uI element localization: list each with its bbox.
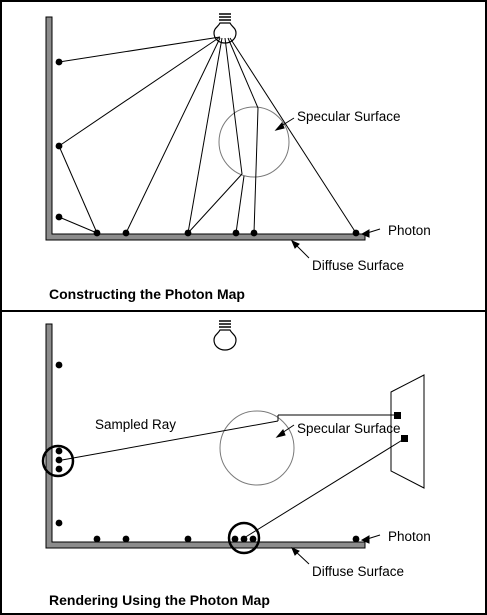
diffuse-surface-wall — [45, 323, 366, 549]
panel-constructing: Specular Surface Photon Diffuse Surface … — [45, 13, 431, 302]
image-plane — [390, 374, 425, 489]
photon — [122, 535, 130, 543]
gather-circle-floor — [227, 521, 261, 555]
photon — [184, 229, 192, 237]
photon-dots — [55, 58, 360, 237]
diffuse-surface-wall — [45, 16, 366, 241]
pixel-marker — [394, 412, 401, 419]
light-bulb-icon — [213, 320, 237, 351]
photon — [55, 519, 63, 527]
photon — [55, 213, 63, 221]
panel2-caption: Rendering Using the Photon Map — [49, 592, 270, 608]
photon — [55, 142, 63, 150]
photon — [122, 229, 130, 237]
panel-rendering: Sampled Ray Specular Surface Photon Diff… — [41, 320, 431, 608]
photon-paths — [58, 36, 357, 234]
photon — [352, 229, 360, 237]
label-arrows — [274, 117, 381, 259]
photon — [184, 535, 192, 543]
specular-surface-label: Specular Surface — [297, 421, 401, 436]
photon-label: Photon — [388, 223, 431, 238]
gather-circle-wall — [41, 444, 75, 478]
photon — [55, 361, 63, 369]
photon — [55, 456, 63, 464]
photon-label: Photon — [388, 529, 431, 544]
diffuse-surface-label: Diffuse Surface — [312, 258, 404, 273]
photon — [93, 535, 101, 543]
photon — [55, 58, 63, 66]
sampled-rays — [61, 414, 405, 539]
pixel-marker — [401, 435, 408, 442]
photon — [249, 535, 257, 543]
specular-sphere — [218, 106, 290, 178]
photon — [55, 447, 63, 455]
photon — [93, 229, 101, 237]
photon — [232, 229, 240, 237]
photon — [250, 229, 258, 237]
photon — [352, 535, 360, 543]
photon-dots — [55, 361, 360, 543]
sampled-ray-label: Sampled Ray — [95, 417, 176, 432]
panel1-caption: Constructing the Photon Map — [49, 286, 245, 302]
label-arrows — [275, 424, 381, 565]
specular-sphere — [219, 410, 295, 486]
photon — [240, 535, 248, 543]
photon — [55, 465, 63, 473]
specular-surface-label: Specular Surface — [297, 109, 401, 124]
diffuse-surface-label: Diffuse Surface — [312, 564, 404, 579]
photon — [231, 535, 239, 543]
